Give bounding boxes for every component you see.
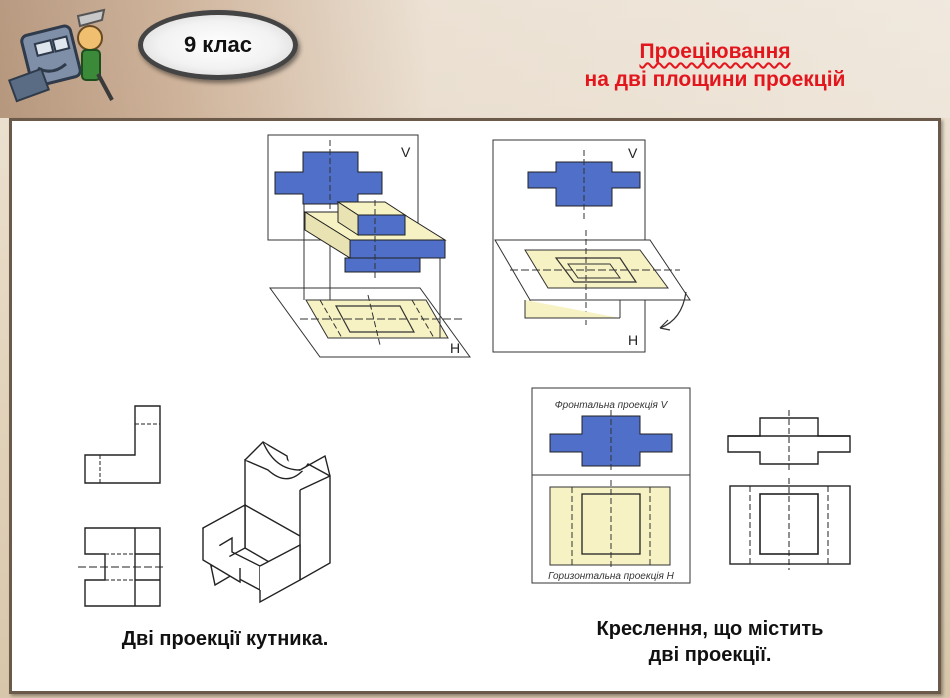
grade-badge: 9 клас bbox=[138, 10, 298, 80]
unfolded-planes-figure: V H bbox=[492, 139, 691, 353]
plane-v-label-2: V bbox=[628, 145, 638, 161]
angle-projections-figure bbox=[78, 405, 165, 607]
frontal-projection-label: Фронтальна проекція V bbox=[555, 400, 669, 411]
title-line-2: на дві площини проекцій bbox=[584, 68, 846, 91]
caption-right-line-2: дві проекції. bbox=[648, 644, 772, 666]
two-view-drawing-figure: Фронтальна проекція V Горизонтальна прое… bbox=[531, 387, 691, 584]
plane-h-label-2: H bbox=[628, 332, 638, 348]
title-line-1: Проеціювання bbox=[639, 40, 791, 63]
robot-mechanic-icon bbox=[8, 8, 114, 103]
plane-v-label-1: V bbox=[401, 144, 411, 160]
caption-right-line-1: Креслення, що містить bbox=[596, 618, 824, 640]
horizontal-projection-label: Горизонтальна проекція H bbox=[548, 571, 675, 582]
two-view-plain-figure bbox=[727, 410, 851, 570]
caption-two-projection-drawing: Креслення, що містить дві проекції. bbox=[540, 616, 880, 668]
caption-angle-projections: Дві проекції кутника. bbox=[121, 628, 329, 650]
angle-isometric-figure bbox=[202, 441, 331, 604]
iso-projection-figure: V H bbox=[267, 134, 471, 358]
curved-arrow-icon bbox=[659, 291, 687, 329]
plane-h-label-1: H bbox=[450, 340, 460, 356]
content-board bbox=[9, 118, 941, 694]
slide-title: Проеціювання на дві площини проекцій bbox=[520, 38, 910, 94]
